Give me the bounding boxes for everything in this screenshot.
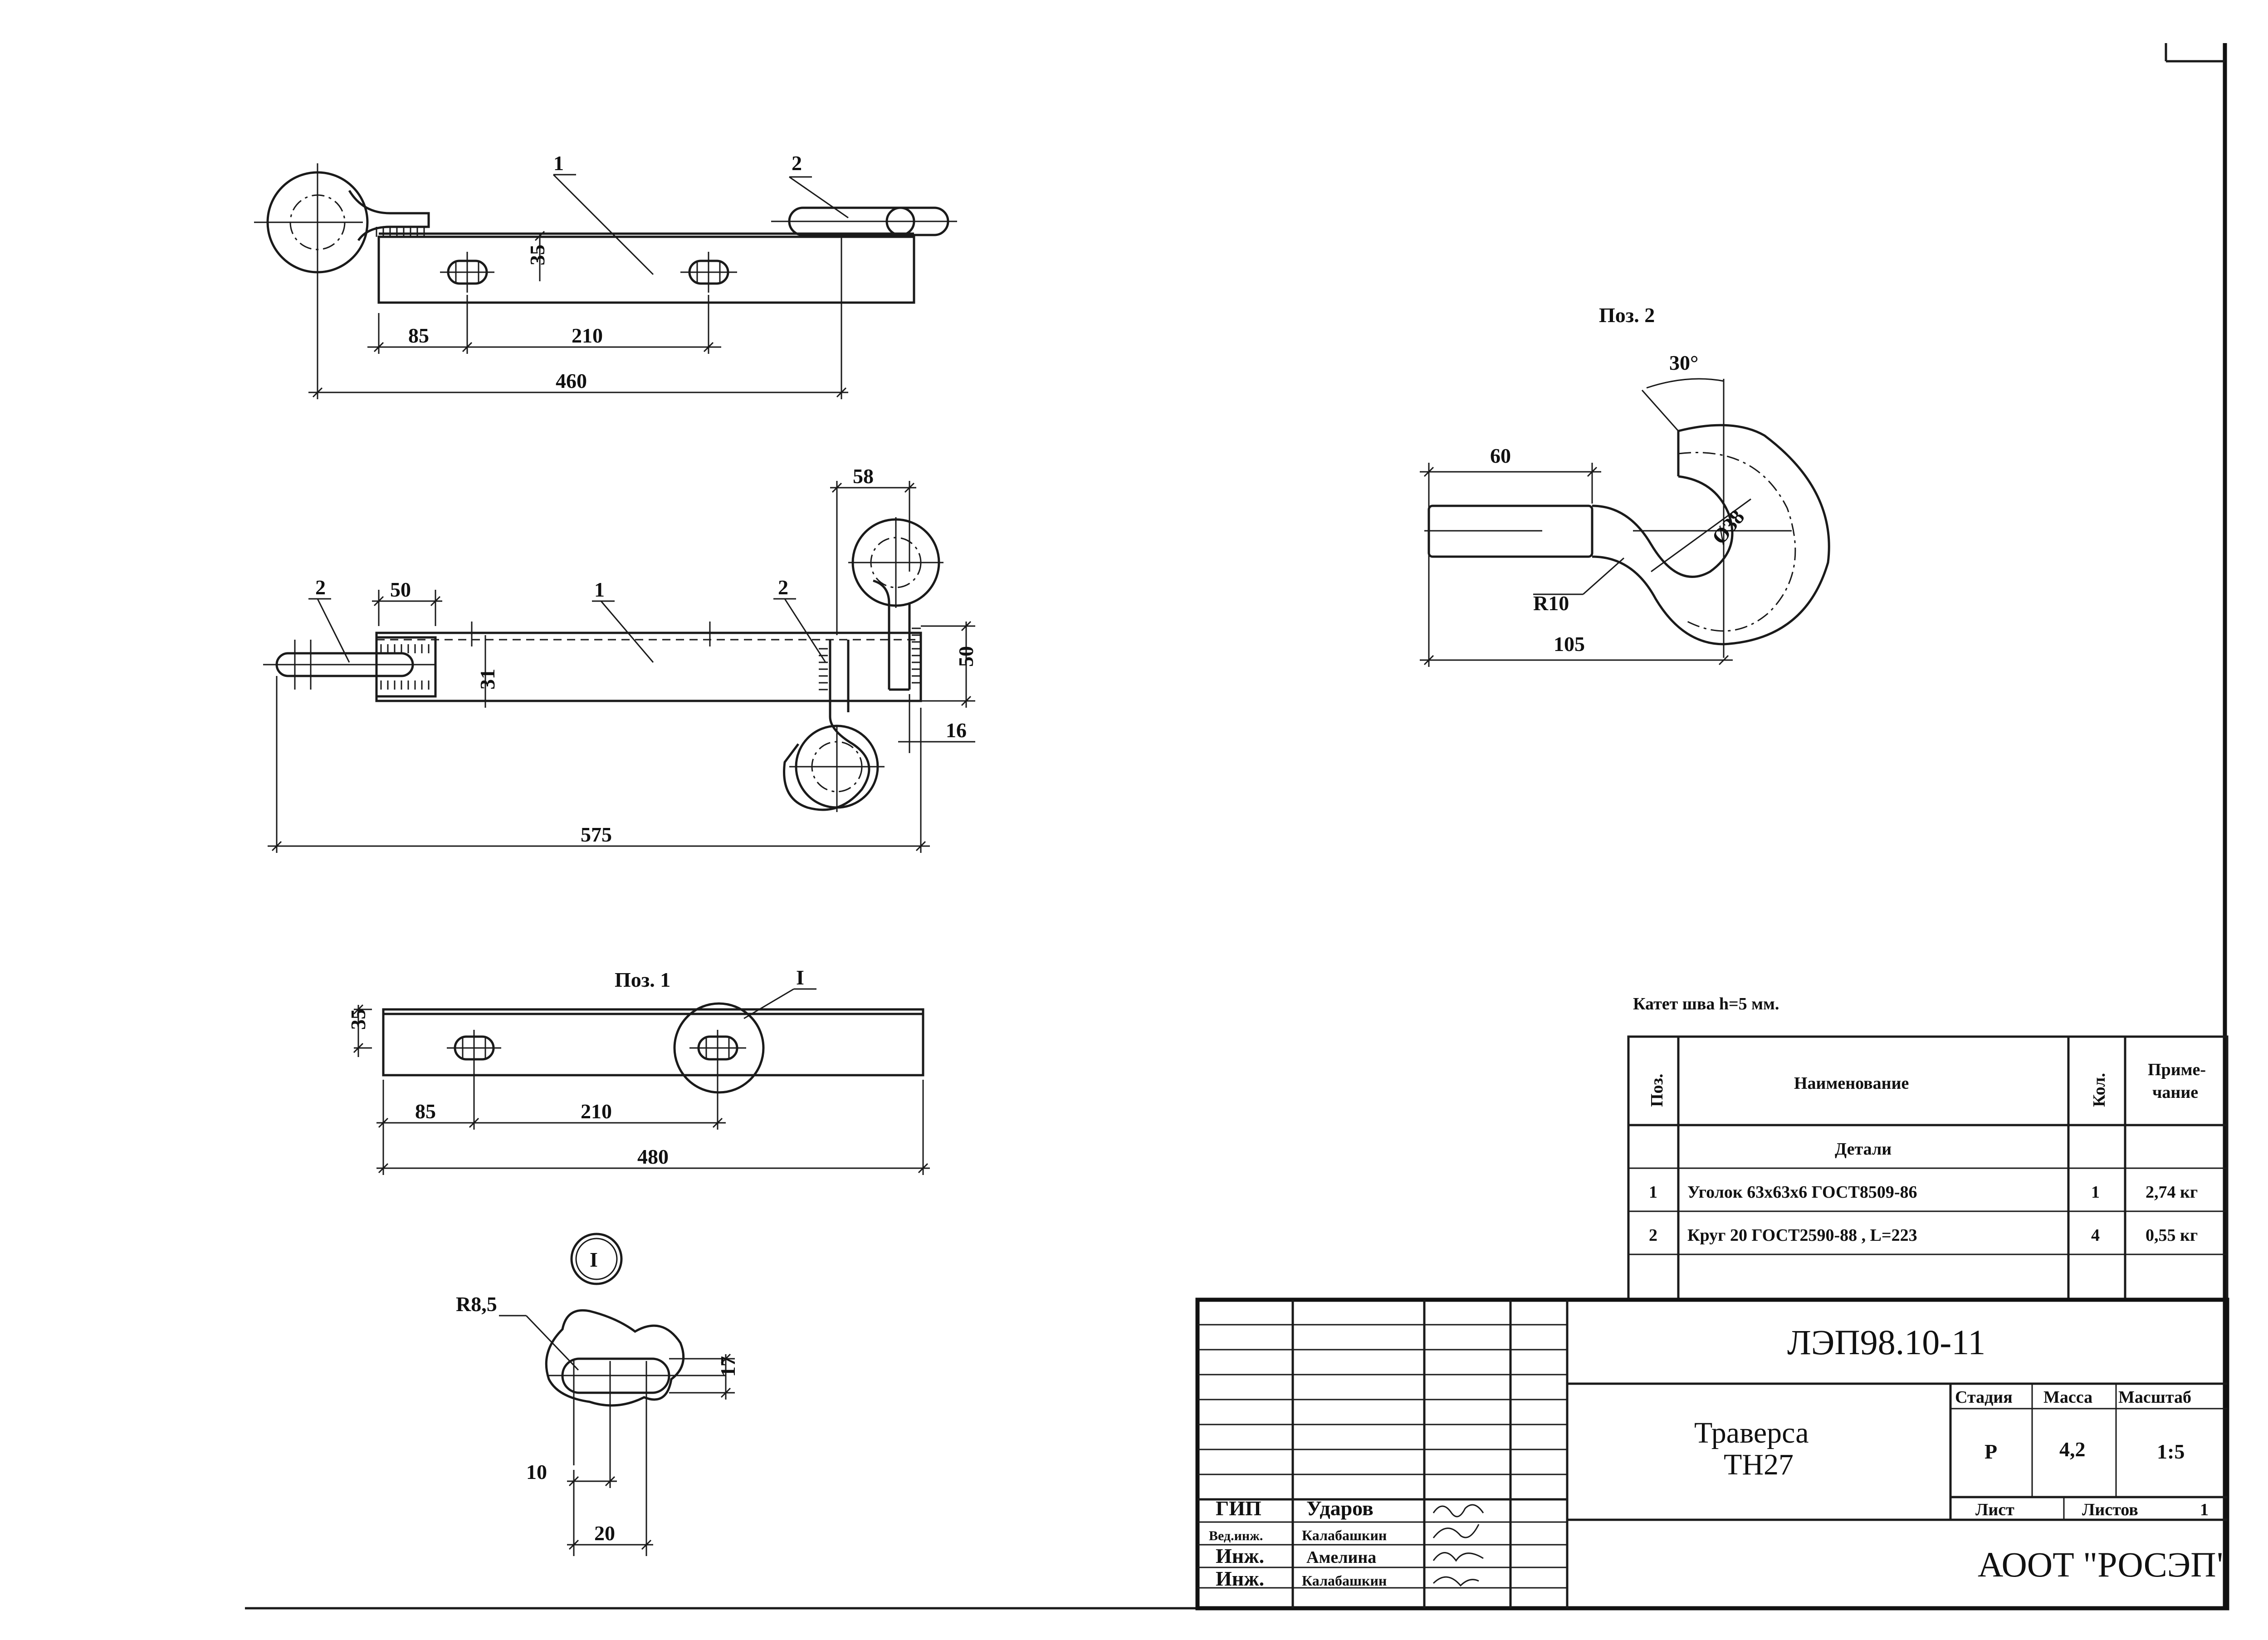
- stage-label: Стадия: [1955, 1388, 2013, 1407]
- spec-row2-note: 0,55 кг: [2146, 1226, 2198, 1245]
- signature-scribble-1: [1432, 1504, 1484, 1518]
- pos1-dim-480: 480: [637, 1145, 669, 1168]
- organization: АООТ "РОСЭП": [1978, 1545, 2230, 1584]
- front-pos-label-2-right: 2: [778, 576, 788, 599]
- top-dim-85: 85: [408, 324, 429, 347]
- spec-header-note: Приме-: [2148, 1060, 2206, 1079]
- detail-dim-17: 17: [716, 1356, 739, 1377]
- detail-dim-10: 10: [526, 1460, 547, 1483]
- pos2-dim-r10: R10: [1533, 592, 1569, 615]
- front-pos-label-2-left: 2: [315, 576, 326, 599]
- sig-role-1: ГИП: [1216, 1497, 1261, 1520]
- front-pos-label-1: 1: [594, 578, 605, 601]
- sig-name-4: Калабашкин: [1302, 1572, 1387, 1589]
- signature-scribble-3: [1432, 1552, 1484, 1562]
- detail-dim-r85: R8,5: [456, 1292, 497, 1316]
- weld-note: Катет шва h=5 мм.: [1633, 994, 1779, 1013]
- pos1-title: Поз. 1: [615, 968, 670, 991]
- top-pos-label-2: 2: [792, 152, 802, 175]
- spec-row1-note: 2,74 кг: [2146, 1183, 2198, 1202]
- spec-row1-name: Уголок 63х63х6 ГОСТ8509-86: [1687, 1183, 1917, 1202]
- spec-row2-pos: 2: [1649, 1226, 1657, 1245]
- spec-row2-qty: 4: [2091, 1226, 2100, 1245]
- front-dim-50-side: 50: [954, 646, 978, 667]
- spec-row1-qty: 1: [2091, 1183, 2100, 1202]
- front-dim-16: 16: [946, 719, 967, 742]
- sig-role-2: Вед.инж.: [1209, 1528, 1263, 1543]
- front-dim-575: 575: [581, 823, 612, 846]
- sheets-value: 1: [2200, 1500, 2209, 1519]
- pos2-view: Поз. 2 30° 60 Ø38 R10 105: [1420, 304, 1830, 667]
- top-dim-35: 35: [526, 245, 549, 265]
- front-dim-58: 58: [853, 465, 874, 488]
- pos1-dim-85: 85: [415, 1100, 436, 1123]
- sheet-label: Лист: [1975, 1500, 2014, 1519]
- sig-name-1: Ударов: [1306, 1497, 1374, 1520]
- detail-I-view: I R8,5 17 10 20: [456, 1233, 739, 1556]
- scale-label: Масштаб: [2118, 1388, 2191, 1407]
- top-dim-210: 210: [572, 324, 603, 347]
- signature-scribble-4: [1432, 1576, 1479, 1587]
- spec-header-qty: Кол.: [2090, 1073, 2109, 1107]
- sig-role-3: Инж.: [1216, 1544, 1264, 1567]
- stage-value: Р: [1984, 1440, 1997, 1463]
- pos2-dim-105: 105: [1554, 632, 1585, 656]
- spec-header-note-2: чание: [2152, 1083, 2198, 1102]
- top-view: 35 85 210 460 1 2: [254, 152, 957, 399]
- mass-value: 4,2: [2059, 1438, 2086, 1461]
- detail-dim-20: 20: [594, 1522, 615, 1545]
- pos2-dim-60: 60: [1490, 444, 1511, 467]
- pos2-dim-d38: Ø38: [1707, 505, 1749, 548]
- pos1-dim-35: 35: [347, 1009, 370, 1030]
- sheets-label: Листов: [2082, 1500, 2138, 1519]
- spec-row2-name: Круг 20 ГОСТ2590-88 , L=223: [1687, 1226, 1917, 1245]
- pos2-title: Поз. 2: [1599, 304, 1655, 327]
- front-view: 2 1 2 58 50 50 31 16 575: [263, 465, 978, 853]
- pos1-dim-210: 210: [581, 1100, 612, 1123]
- drawing-name-line1: Траверса: [1694, 1416, 1809, 1449]
- drawing-code: ЛЭП98.10-11: [1787, 1322, 1985, 1362]
- sig-role-4: Инж.: [1216, 1567, 1264, 1590]
- sheet-frame: [245, 43, 2227, 1610]
- pos2-dim-30deg: 30°: [1669, 351, 1698, 374]
- sig-name-3: Амелина: [1306, 1548, 1376, 1567]
- spec-row1-pos: 1: [1649, 1183, 1657, 1202]
- pos1-view: Поз. 1 I 35 85 210 480: [347, 966, 930, 1175]
- mass-label: Масса: [2043, 1388, 2092, 1407]
- front-dim-31: 31: [476, 669, 499, 690]
- drawing-name-line2: ТН27: [1724, 1448, 1794, 1481]
- signature-scribble-2: [1432, 1524, 1480, 1538]
- title-block: ГИП Ударов Вед.инж. Калабашкин Инж. Амел…: [1195, 1297, 2230, 1611]
- spec-table: Поз. Наименование Кол. Приме- чание Дета…: [1627, 1035, 2229, 1301]
- top-pos-label-1: 1: [553, 152, 564, 175]
- spec-header-name: Наименование: [1794, 1074, 1909, 1093]
- top-dim-460: 460: [556, 369, 587, 392]
- spec-section: Детали: [1835, 1140, 1892, 1159]
- detail-label: I: [590, 1248, 598, 1271]
- scale-value: 1:5: [2157, 1440, 2185, 1463]
- pos1-detail-ref: I: [796, 966, 804, 989]
- spec-header-pos: Поз.: [1647, 1074, 1667, 1107]
- sig-name-2: Калабашкин: [1302, 1527, 1387, 1543]
- front-dim-50-top: 50: [390, 578, 411, 601]
